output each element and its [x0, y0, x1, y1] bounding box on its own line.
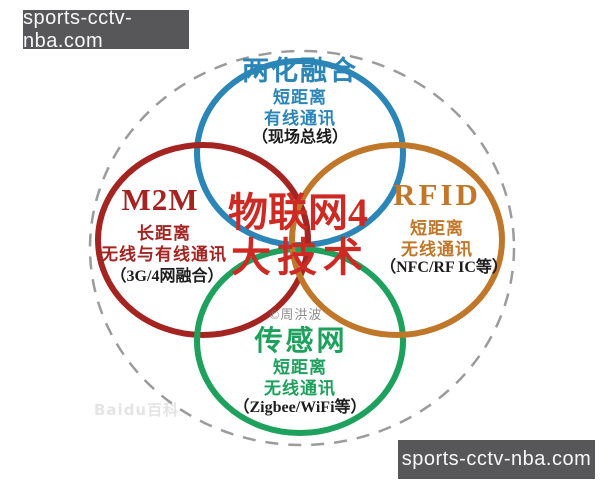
- watermark-bar-bottom-right: sports-cctv-nba.com: [398, 440, 595, 479]
- top-circle-blue: [194, 58, 406, 248]
- right-node-note: （NFC/RF IC等）: [380, 259, 508, 276]
- watermark-bar-top-left: sports-cctv-nba.com: [23, 7, 189, 52]
- left-node-note: （3G/4网融合）: [110, 268, 224, 285]
- bottom-node-medium: 无线通讯: [264, 379, 336, 398]
- center-title-line1: 物联网4: [228, 190, 368, 235]
- left-node-title: M2M: [121, 182, 199, 217]
- right-node-title: RFID: [393, 177, 481, 212]
- top-node-range: 短距离: [273, 88, 327, 107]
- baidu-watermark: Baidu百科: [94, 401, 180, 419]
- top-node-note: （现场总线）: [251, 129, 349, 146]
- right-circle-orange: [289, 142, 505, 338]
- left-node-range: 长距离: [137, 224, 191, 243]
- author-credit: ©周洪波: [269, 307, 323, 322]
- bottom-node-title: 传感网: [254, 326, 348, 357]
- center-title-line2: 大技术: [231, 235, 369, 280]
- bottom-circle-green: [194, 246, 406, 436]
- left-circle-red: [95, 142, 311, 338]
- left-node-medium: 无线与有线通讯: [101, 245, 227, 264]
- watermark-text-top-left: sports-cctv-nba.com: [23, 6, 133, 52]
- right-node-range: 短距离: [410, 219, 464, 238]
- right-node-medium: 无线通讯: [401, 240, 473, 259]
- outer-dashed-circle: [88, 49, 516, 447]
- top-node-medium: 有线通讯: [264, 109, 336, 128]
- bottom-node-note: （Zigbee/WiFi等）: [233, 399, 367, 416]
- top-node-title: 两化融合: [242, 56, 358, 86]
- watermark-text-bottom-right: sports-cctv-nba.com: [401, 448, 592, 470]
- bottom-node-range: 短距离: [273, 358, 327, 377]
